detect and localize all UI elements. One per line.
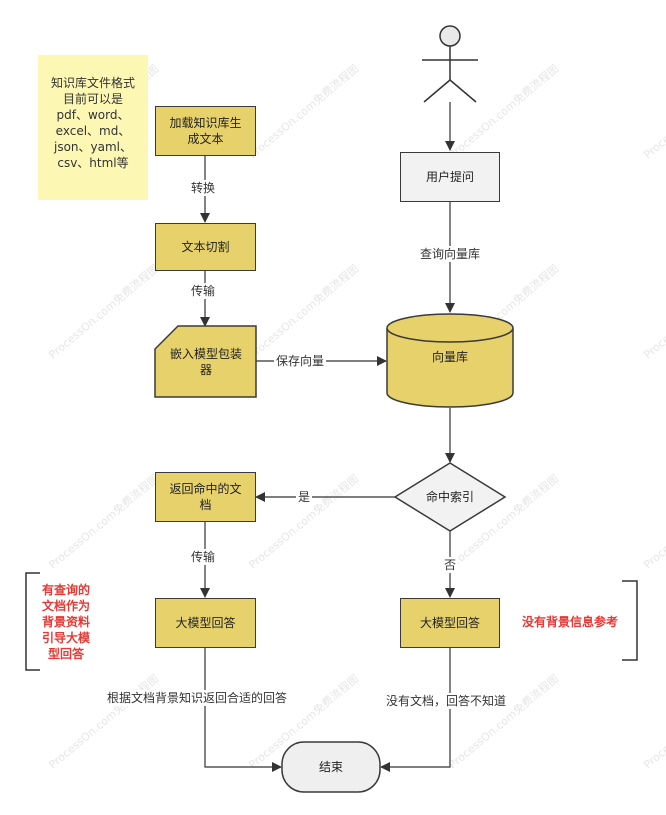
label-query-db: 查询向量库 [418, 246, 483, 262]
edge-llm-left-end [204, 647, 282, 772]
text-split-node: 文本切割 [155, 223, 256, 271]
annotation-right: 没有背景信息参考 [522, 615, 619, 629]
annotation-left: 有查询的 文档作为 背景资料 引导大模 型回答 [41, 583, 90, 661]
load-knowledge-node: 加载知识库生 成文本 [155, 106, 256, 156]
label-convert: 转换 [189, 180, 218, 196]
end-terminator-shape [281, 741, 381, 793]
decision-diamond-shape [393, 462, 507, 532]
label-yes: 是 [296, 489, 313, 505]
hit-index-node: 命中索引 [425, 490, 474, 504]
actor-icon [422, 25, 478, 103]
label-no: 否 [442, 557, 459, 573]
label-transfer-1: 传输 [189, 283, 218, 299]
sticky-note: 知识库文件格式 目前可以是 pdf、word、 excel、md、 json、y… [38, 55, 148, 200]
label-transfer-2: 传输 [189, 549, 218, 565]
vector-db-shape [386, 313, 514, 408]
label-left-answer: 根据文档背景知识返回合适的回答 [105, 690, 290, 706]
bracket-right [622, 580, 638, 661]
llm-answer-left-node: 大模型回答 [155, 598, 256, 648]
label-right-answer: 没有文档，回答不知道 [384, 693, 509, 709]
embed-wrapper-node: 嵌入模型包装 器 [169, 347, 242, 377]
edge-llm-right-end [380, 647, 451, 772]
end-node: 结束 [318, 760, 343, 774]
bracket-left [25, 572, 40, 671]
vector-db-node: 向量库 [431, 350, 468, 364]
llm-answer-right-node: 大模型回答 [400, 598, 500, 648]
embed-node-shape [154, 325, 257, 398]
label-save-vector: 保存向量 [274, 353, 327, 369]
user-question-node: 用户提问 [400, 152, 500, 202]
return-docs-node: 返回命中的文 档 [155, 472, 256, 522]
